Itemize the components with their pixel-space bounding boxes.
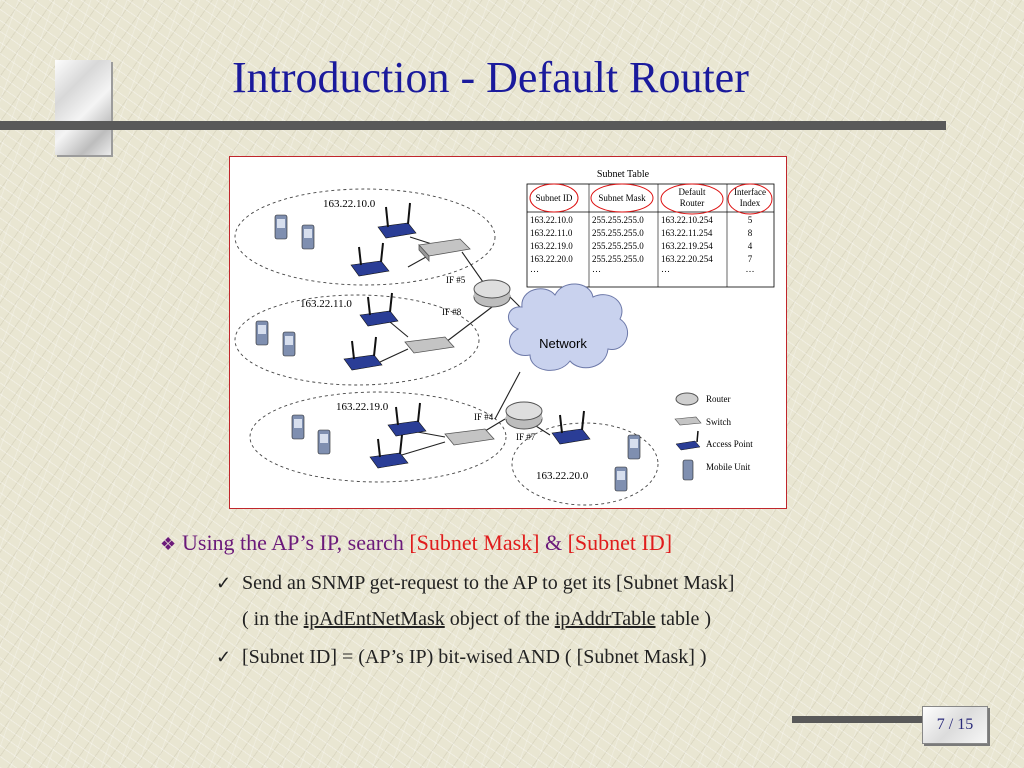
access-point-icon [359, 292, 399, 327]
mobile-unit-icon [682, 459, 694, 481]
svg-text:163.22.10.0: 163.22.10.0 [530, 215, 573, 225]
svg-text:…: … [661, 264, 670, 274]
svg-text:255.255.255.0: 255.255.255.0 [592, 228, 644, 238]
header-subnet-id: Subnet ID [536, 193, 573, 203]
interface-label: IF #7 [516, 432, 536, 442]
subnet-label: 163.22.20.0 [536, 470, 589, 482]
svg-text:Mobile Unit: Mobile Unit [706, 462, 751, 472]
subnet-label: 163.22.11.0 [300, 298, 352, 310]
svg-text:163.22.19.0: 163.22.19.0 [530, 241, 573, 251]
svg-text:255.255.255.0: 255.255.255.0 [592, 241, 644, 251]
svg-text:…: … [530, 264, 539, 274]
svg-text:7: 7 [748, 254, 753, 264]
table-title: Subnet Table [597, 169, 650, 180]
svg-text:163.22.10.254: 163.22.10.254 [661, 215, 713, 225]
svg-text:Router: Router [706, 394, 731, 404]
ipadentnetmask-link[interactable]: ipAdEntNetMask [303, 608, 445, 630]
svg-text:Index: Index [740, 198, 761, 208]
router-icon [473, 279, 511, 308]
svg-text:163.22.11.254: 163.22.11.254 [661, 228, 713, 238]
svg-text:163.22.20.254: 163.22.20.254 [661, 254, 713, 264]
network-cloud-icon: Network [508, 283, 629, 371]
subnet-label: 163.22.10.0 [323, 198, 376, 210]
switch-icon [404, 336, 455, 354]
access-point-icon [387, 402, 427, 437]
network-diagram-figure: Subnet Table Subnet ID Subnet Mask Defau… [229, 156, 787, 509]
checkmark-icon: ✓ [216, 647, 232, 667]
footer-bar [792, 716, 922, 723]
interface-label: IF #8 [442, 307, 462, 317]
access-point-icon [551, 410, 591, 445]
checkmark-icon: ✓ [216, 573, 232, 593]
header-interface-index: Interface [734, 187, 766, 197]
header-subnet-mask: Subnet Mask [598, 193, 646, 203]
router-icon [505, 401, 543, 430]
svg-text:…: … [746, 264, 755, 274]
interface-label: IF #5 [446, 275, 466, 285]
page-number: 7 / 15 [922, 706, 988, 744]
svg-text:163.22.20.0: 163.22.20.0 [530, 254, 573, 264]
subnet-label: 163.22.19.0 [336, 401, 389, 413]
bullet-sub-snmp: ✓Send an SNMP get-request to the AP to g… [216, 572, 735, 594]
ipaddrtable-link[interactable]: ipAddrTable [554, 608, 656, 630]
bullet-sub-bitwise: ✓[Subnet ID] = (AP’s IP) bit-wised AND (… [216, 646, 707, 668]
title-underline-bar [0, 121, 946, 130]
svg-text:255.255.255.0: 255.255.255.0 [592, 215, 644, 225]
svg-text:8: 8 [748, 228, 753, 238]
switch-icon [674, 416, 702, 426]
svg-text:Access Point: Access Point [706, 439, 753, 449]
access-point-icon [369, 434, 409, 469]
header-default-router: Default [679, 187, 706, 197]
svg-text:…: … [592, 264, 601, 274]
decorative-marble-block [55, 60, 111, 155]
legend: Router Switch Access Point Mobile Unit [674, 392, 753, 481]
svg-text:163.22.11.0: 163.22.11.0 [530, 228, 573, 238]
slide-title: Introduction - Default Router [232, 53, 749, 102]
access-point-icon [377, 202, 417, 239]
access-point-icon [350, 242, 390, 277]
diamond-bullet-icon: ❖ [160, 534, 177, 554]
router-icon [675, 392, 699, 406]
svg-text:Switch: Switch [706, 417, 732, 427]
svg-text:255.255.255.0: 255.255.255.0 [592, 254, 644, 264]
bullet-main: ❖Using the AP’s IP, search [Subnet Mask]… [160, 530, 673, 555]
table-rows: 163.22.10.0 255.255.255.0 163.22.10.254 … [530, 215, 755, 274]
network-label: Network [539, 336, 587, 351]
access-point-icon [343, 336, 383, 371]
svg-text:5: 5 [748, 215, 753, 225]
network-diagram: Subnet Table Subnet ID Subnet Mask Defau… [234, 169, 775, 506]
svg-text:Router: Router [680, 198, 705, 208]
switch-icon [444, 428, 495, 446]
interface-label: IF #4 [474, 412, 494, 422]
svg-text:163.22.19.254: 163.22.19.254 [661, 241, 713, 251]
access-point-icon [675, 440, 701, 451]
bullet-sub-object: ( in the ipAdEntNetMask object of the ip… [242, 608, 712, 630]
svg-text:4: 4 [748, 241, 753, 251]
